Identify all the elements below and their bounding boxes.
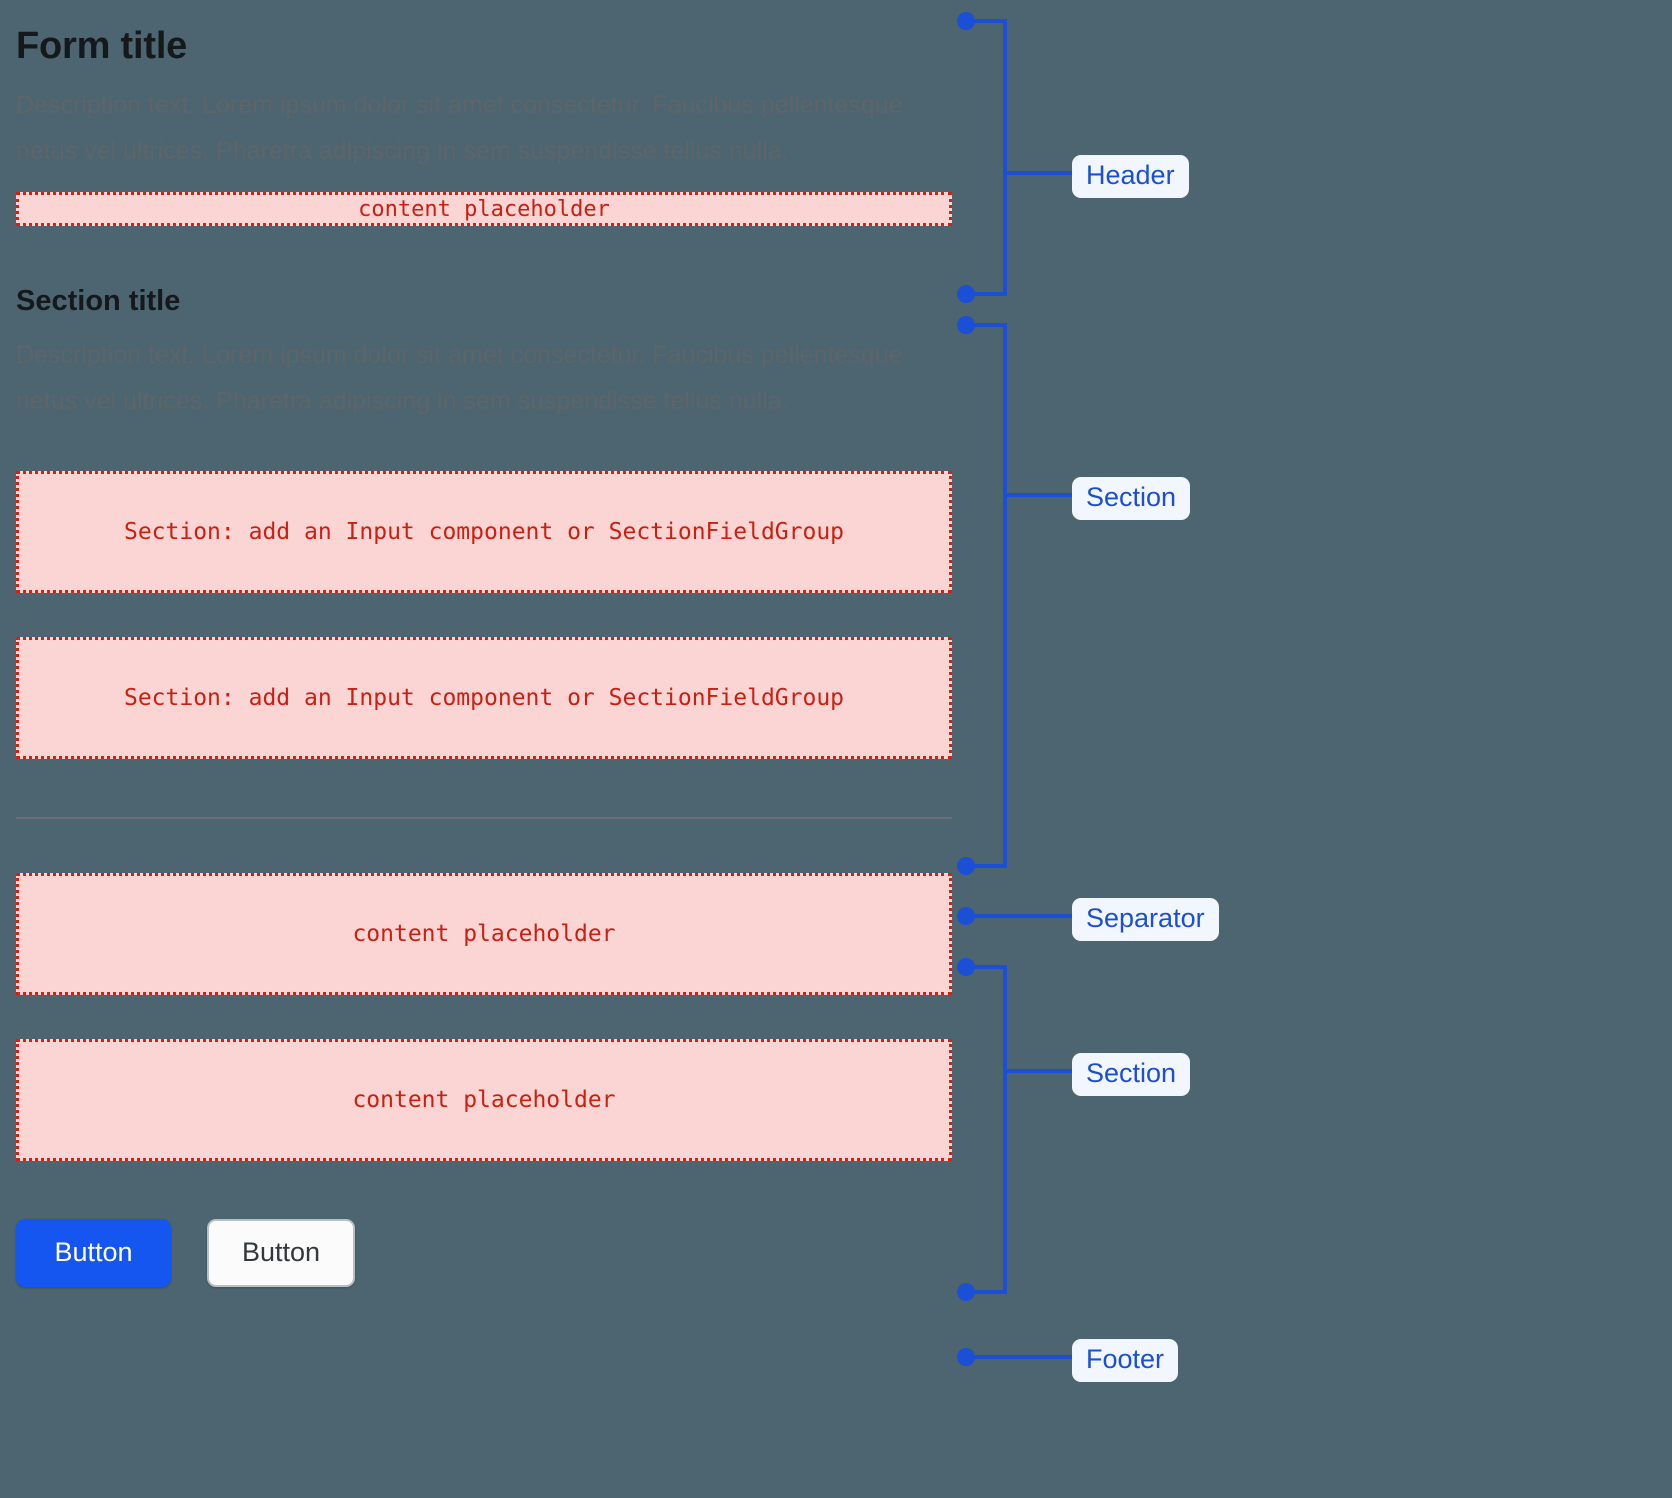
header-content-placeholder[interactable]: content placeholder bbox=[16, 192, 952, 227]
form-section-one: Section title Description text. Lorem ip… bbox=[16, 284, 952, 759]
annotation-badge-header[interactable]: Header bbox=[1072, 155, 1189, 199]
annotation-badge-section-two[interactable]: Section bbox=[1072, 1053, 1191, 1097]
form-separator bbox=[16, 816, 952, 819]
secondary-button[interactable]: Button bbox=[207, 1218, 355, 1287]
form-section-two: content placeholder content placeholder bbox=[16, 872, 952, 1161]
form-header: Form title Description text. Lorem ipsum… bbox=[16, 0, 952, 227]
section-field-placeholder-2[interactable]: Section: add an Input component or Secti… bbox=[16, 636, 952, 759]
section-two-content-placeholder-1[interactable]: content placeholder bbox=[16, 872, 952, 995]
annotation-badge-section-one[interactable]: Section bbox=[1072, 477, 1191, 521]
form-title: Form title bbox=[16, 25, 188, 67]
section-two-content-placeholder-2[interactable]: content placeholder bbox=[16, 1038, 952, 1161]
annotation-badge-separator[interactable]: Separator bbox=[1072, 898, 1219, 942]
form-header-description: Description text. Lorem ipsum dolor sit … bbox=[16, 90, 903, 165]
section-title: Section title bbox=[16, 285, 181, 318]
section-description: Description text. Lorem ipsum dolor sit … bbox=[16, 341, 903, 415]
form-preview: Form title Description text. Lorem ipsum… bbox=[16, 0, 952, 1287]
annotation-badge-footer[interactable]: Footer bbox=[1072, 1339, 1179, 1383]
form-inner: Form title Description text. Lorem ipsum… bbox=[16, 0, 952, 1287]
form-footer: Button Button bbox=[16, 1218, 952, 1287]
section-field-placeholder-1[interactable]: Section: add an Input component or Secti… bbox=[16, 470, 952, 593]
primary-button[interactable]: Button bbox=[16, 1218, 171, 1287]
